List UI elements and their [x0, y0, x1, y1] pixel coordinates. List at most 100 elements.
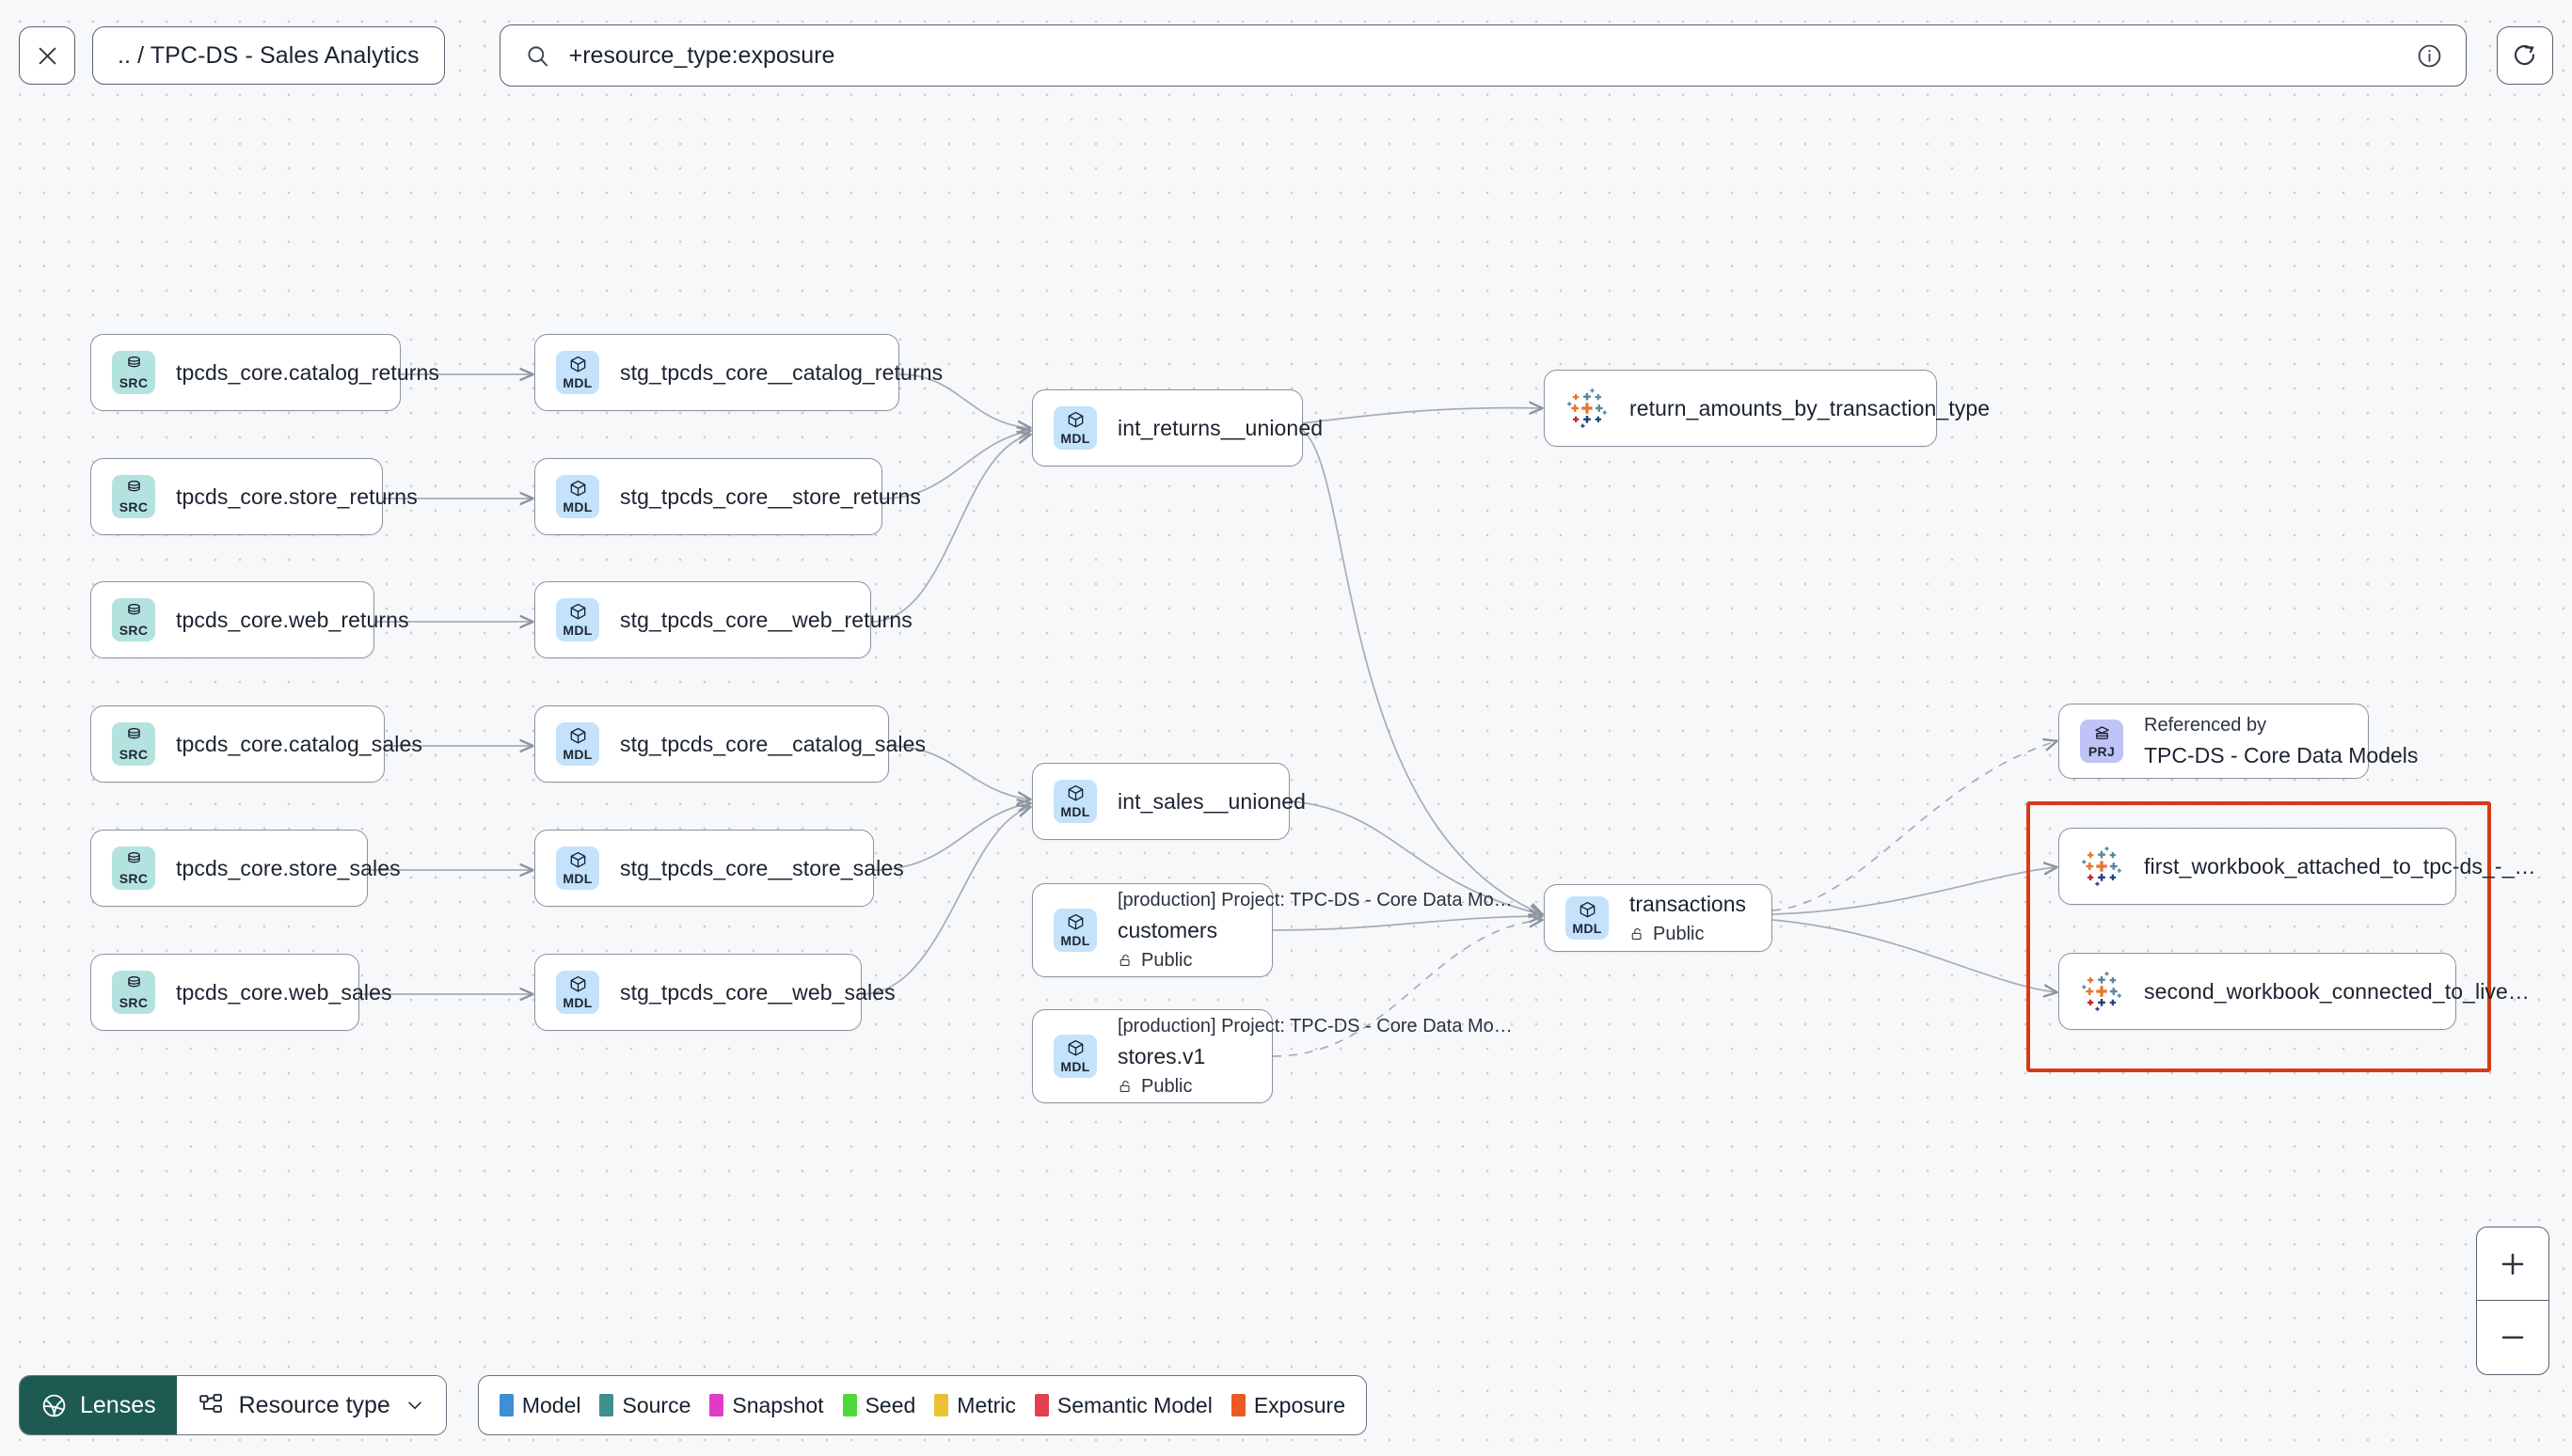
- resource-type-dropdown[interactable]: Resource type: [176, 1376, 446, 1434]
- graph-node-src_web_returns[interactable]: SRC tpcds_core.web_returns: [90, 581, 409, 658]
- search-input[interactable]: [568, 25, 2397, 86]
- unlock-icon: [1118, 953, 1134, 969]
- database-icon: SRC: [112, 475, 155, 518]
- cube-icon-glyph: [1578, 900, 1597, 920]
- lenses-group: Lenses Resource type: [19, 1375, 447, 1435]
- database-icon-glyph: [124, 479, 144, 499]
- tableau-icon: [2080, 845, 2123, 888]
- node-kind-tag: SRC: [119, 499, 149, 514]
- legend-item-seed[interactable]: Seed: [842, 1392, 916, 1418]
- zoom-out-button[interactable]: [2477, 1301, 2548, 1374]
- cube-icon-glyph: [568, 726, 588, 746]
- node-name: TPC-DS - Core Data Models: [2144, 742, 2419, 768]
- database-icon-glyph: [124, 850, 144, 870]
- unlock-icon: [1629, 926, 1645, 942]
- cube-icon-glyph: [1066, 912, 1086, 932]
- node-visibility-label: Public: [1141, 1075, 1193, 1097]
- graph-node-stores_v1[interactable]: MDL [production] Project: TPC-DS - Core D…: [1032, 1009, 1513, 1103]
- zoom-in-button[interactable]: [2477, 1227, 2548, 1301]
- node-label: stg_tpcds_core__store_sales: [620, 855, 904, 880]
- node-label: tpcds_core.web_returns: [176, 607, 409, 632]
- legend-item-snapshot[interactable]: Snapshot: [709, 1393, 824, 1418]
- legend-item-model[interactable]: Model: [499, 1392, 581, 1418]
- cube-icon-glyph: [568, 479, 588, 499]
- node-project-path: [production] Project: TPC-DS - Core Data…: [1118, 1015, 1513, 1037]
- node-label: stg_tpcds_core__catalog_returns: [620, 359, 944, 385]
- legend-item-metric[interactable]: Metric: [934, 1393, 1016, 1418]
- cube-icon: MDL: [1054, 909, 1097, 952]
- refresh-icon: [2511, 41, 2539, 70]
- breadcrumb[interactable]: .. / TPC-DS - Sales Analytics: [92, 26, 445, 85]
- resource-type-label: Resource type: [238, 1391, 390, 1418]
- node-label: second_workbook_connected_to_live…: [2144, 978, 2530, 1004]
- unlock-icon: [1118, 1079, 1134, 1095]
- cube-icon-glyph: [568, 850, 588, 870]
- cube-icon: MDL: [556, 475, 599, 518]
- legend-swatch: [934, 1394, 949, 1416]
- graph-node-second_workbook[interactable]: second_workbook_connected_to_live…: [2058, 953, 2530, 1030]
- legend-item-semantic-model[interactable]: Semantic Model: [1034, 1393, 1213, 1418]
- node-kind-tag: SRC: [119, 995, 149, 1010]
- node-kind-tag: SRC: [119, 747, 149, 762]
- cube-icon: MDL: [1054, 1035, 1097, 1078]
- legend-swatch: [1230, 1394, 1246, 1416]
- hierarchy-icon: [198, 1392, 225, 1419]
- node-project-path: [production] Project: TPC-DS - Core Data…: [1118, 889, 1513, 910]
- cube-icon: MDL: [556, 598, 599, 641]
- node-label: first_workbook_attached_to_tpc-ds_-_…: [2144, 853, 2536, 878]
- legend-swatch: [499, 1394, 514, 1416]
- cube-icon: MDL: [556, 847, 599, 890]
- cube-icon: MDL: [1054, 780, 1097, 823]
- legend-swatch: [599, 1394, 614, 1416]
- search-icon: [525, 43, 550, 69]
- graph-node-customers[interactable]: MDL [production] Project: TPC-DS - Core D…: [1032, 883, 1513, 977]
- legend-item-source[interactable]: Source: [599, 1393, 691, 1418]
- close-button[interactable]: [19, 26, 75, 85]
- node-name: transactions: [1629, 891, 1747, 916]
- graph-node-return_amounts[interactable]: return_amounts_by_transaction_type: [1544, 370, 1990, 447]
- node-text-block: [production] Project: TPC-DS - Core Data…: [1118, 1016, 1513, 1098]
- graph-node-stg_store_sales[interactable]: MDL stg_tpcds_core__store_sales: [534, 830, 904, 907]
- close-icon: [35, 43, 60, 69]
- legend-label: Model: [521, 1392, 581, 1417]
- node-kind-tag: MDL: [1060, 804, 1090, 819]
- node-kind-tag: MDL: [563, 747, 593, 762]
- node-kind-tag: MDL: [1060, 431, 1090, 446]
- legend-item-exposure[interactable]: Exposure: [1230, 1393, 1345, 1418]
- info-circle-icon[interactable]: [2416, 42, 2443, 70]
- node-text-block: [production] Project: TPC-DS - Core Data…: [1118, 890, 1513, 972]
- refresh-button[interactable]: [2497, 26, 2553, 85]
- database-icon: SRC: [112, 598, 155, 641]
- node-label: tpcds_core.catalog_returns: [176, 359, 440, 385]
- legend-swatch: [1034, 1394, 1049, 1416]
- project-icon-glyph: [2092, 723, 2112, 743]
- lenses-label: Lenses: [80, 1391, 156, 1418]
- cube-icon: MDL: [1565, 896, 1609, 940]
- cube-icon-glyph: [568, 355, 588, 374]
- lenses-button[interactable]: Lenses: [20, 1376, 177, 1434]
- cube-icon-glyph: [568, 974, 588, 994]
- search-bar[interactable]: [499, 24, 2467, 87]
- graph-node-first_workbook[interactable]: first_workbook_attached_to_tpc-ds_-_…: [2058, 828, 2536, 905]
- node-kind-tag: MDL: [1060, 1059, 1090, 1074]
- cube-icon-glyph: [1066, 1038, 1086, 1058]
- node-kind-tag: MDL: [563, 623, 593, 638]
- legend-label: Seed: [865, 1392, 916, 1417]
- cube-icon: MDL: [556, 971, 599, 1014]
